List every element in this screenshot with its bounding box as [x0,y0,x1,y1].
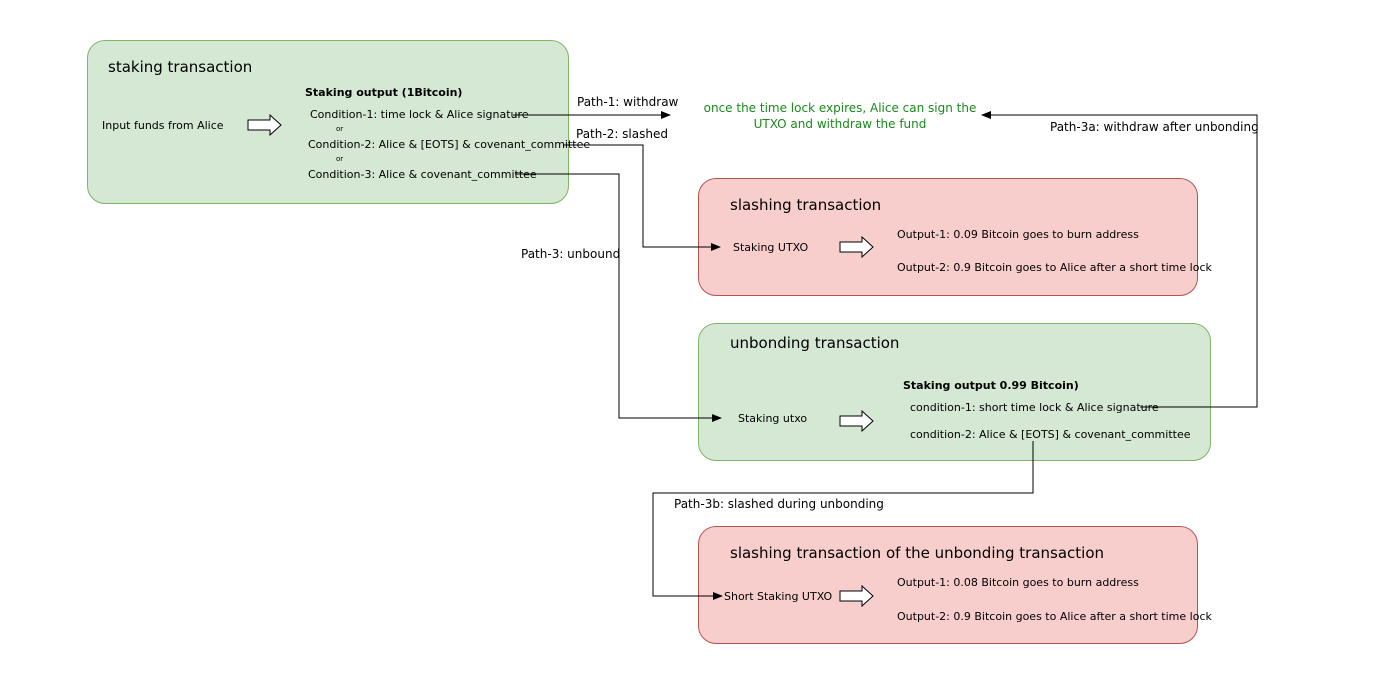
hollow-arrow-icon [839,584,874,608]
slashing-transaction-title: slashing transaction [730,196,882,214]
slashing-output-2: Output-2: 0.9 Bitcoin goes to Alice afte… [897,261,1212,274]
unbonding-slashing-output-2: Output-2: 0.9 Bitcoin goes to Alice afte… [897,610,1212,623]
path-3b-connector [652,441,1034,600]
withdraw-note: once the time lock expires, Alice can si… [703,101,977,131]
path-3a-connector [981,111,1258,408]
staking-transaction-title: staking transaction [108,58,253,76]
hollow-arrow-icon [839,235,874,259]
path-2-label: Path-2: slashed [576,127,668,141]
or-label: or [336,155,344,163]
unbonding-input-label: Staking utxo [738,412,808,425]
slashing-transaction-box [698,178,1198,296]
slashing-output-1: Output-1: 0.09 Bitcoin goes to burn addr… [897,228,1139,241]
slashing-input-label: Staking UTXO [733,241,809,254]
unbonding-slashing-transaction-title: slashing transaction of the unbonding tr… [730,544,1105,562]
unbonding-slashing-transaction-box [698,526,1198,644]
staking-output-title: Staking output (1Bitcoin) [305,86,463,99]
unbonding-slashing-output-1: Output-1: 0.08 Bitcoin goes to burn addr… [897,576,1139,589]
unbonding-output-title: Staking output 0.99 Bitcoin) [903,379,1079,392]
hollow-arrow-icon [839,409,874,433]
staking-input-label: Input funds from Alice [102,119,224,132]
unbonding-transaction-title: unbonding transaction [730,334,900,352]
staking-condition-3: Condition-3: Alice & covenant_committee [308,168,537,181]
path-1-label: Path-1: withdraw [577,95,679,109]
staking-condition-1: Condition-1: time lock & Alice signature [310,108,529,121]
unbonding-transaction-box [698,323,1211,461]
path-3-label: Path-3: unbound [521,247,621,261]
unbonding-condition-1: condition-1: short time lock & Alice sig… [910,401,1159,414]
path-3-connector [515,173,722,422]
path-3b-label: Path-3b: slashed during unbonding [674,497,884,511]
staking-transaction-box [87,40,569,204]
unbonding-slashing-input-label: Short Staking UTXO [724,590,833,603]
hollow-arrow-icon [247,113,282,137]
path-3a-label: Path-3a: withdraw after unbonding [1050,120,1259,134]
or-label: or [336,125,344,133]
staking-condition-2: Condition-2: Alice & [EOTS] & covenant_c… [308,138,591,151]
path-2-connector [563,144,721,251]
unbonding-condition-2: condition-2: Alice & [EOTS] & covenant_c… [910,428,1191,441]
